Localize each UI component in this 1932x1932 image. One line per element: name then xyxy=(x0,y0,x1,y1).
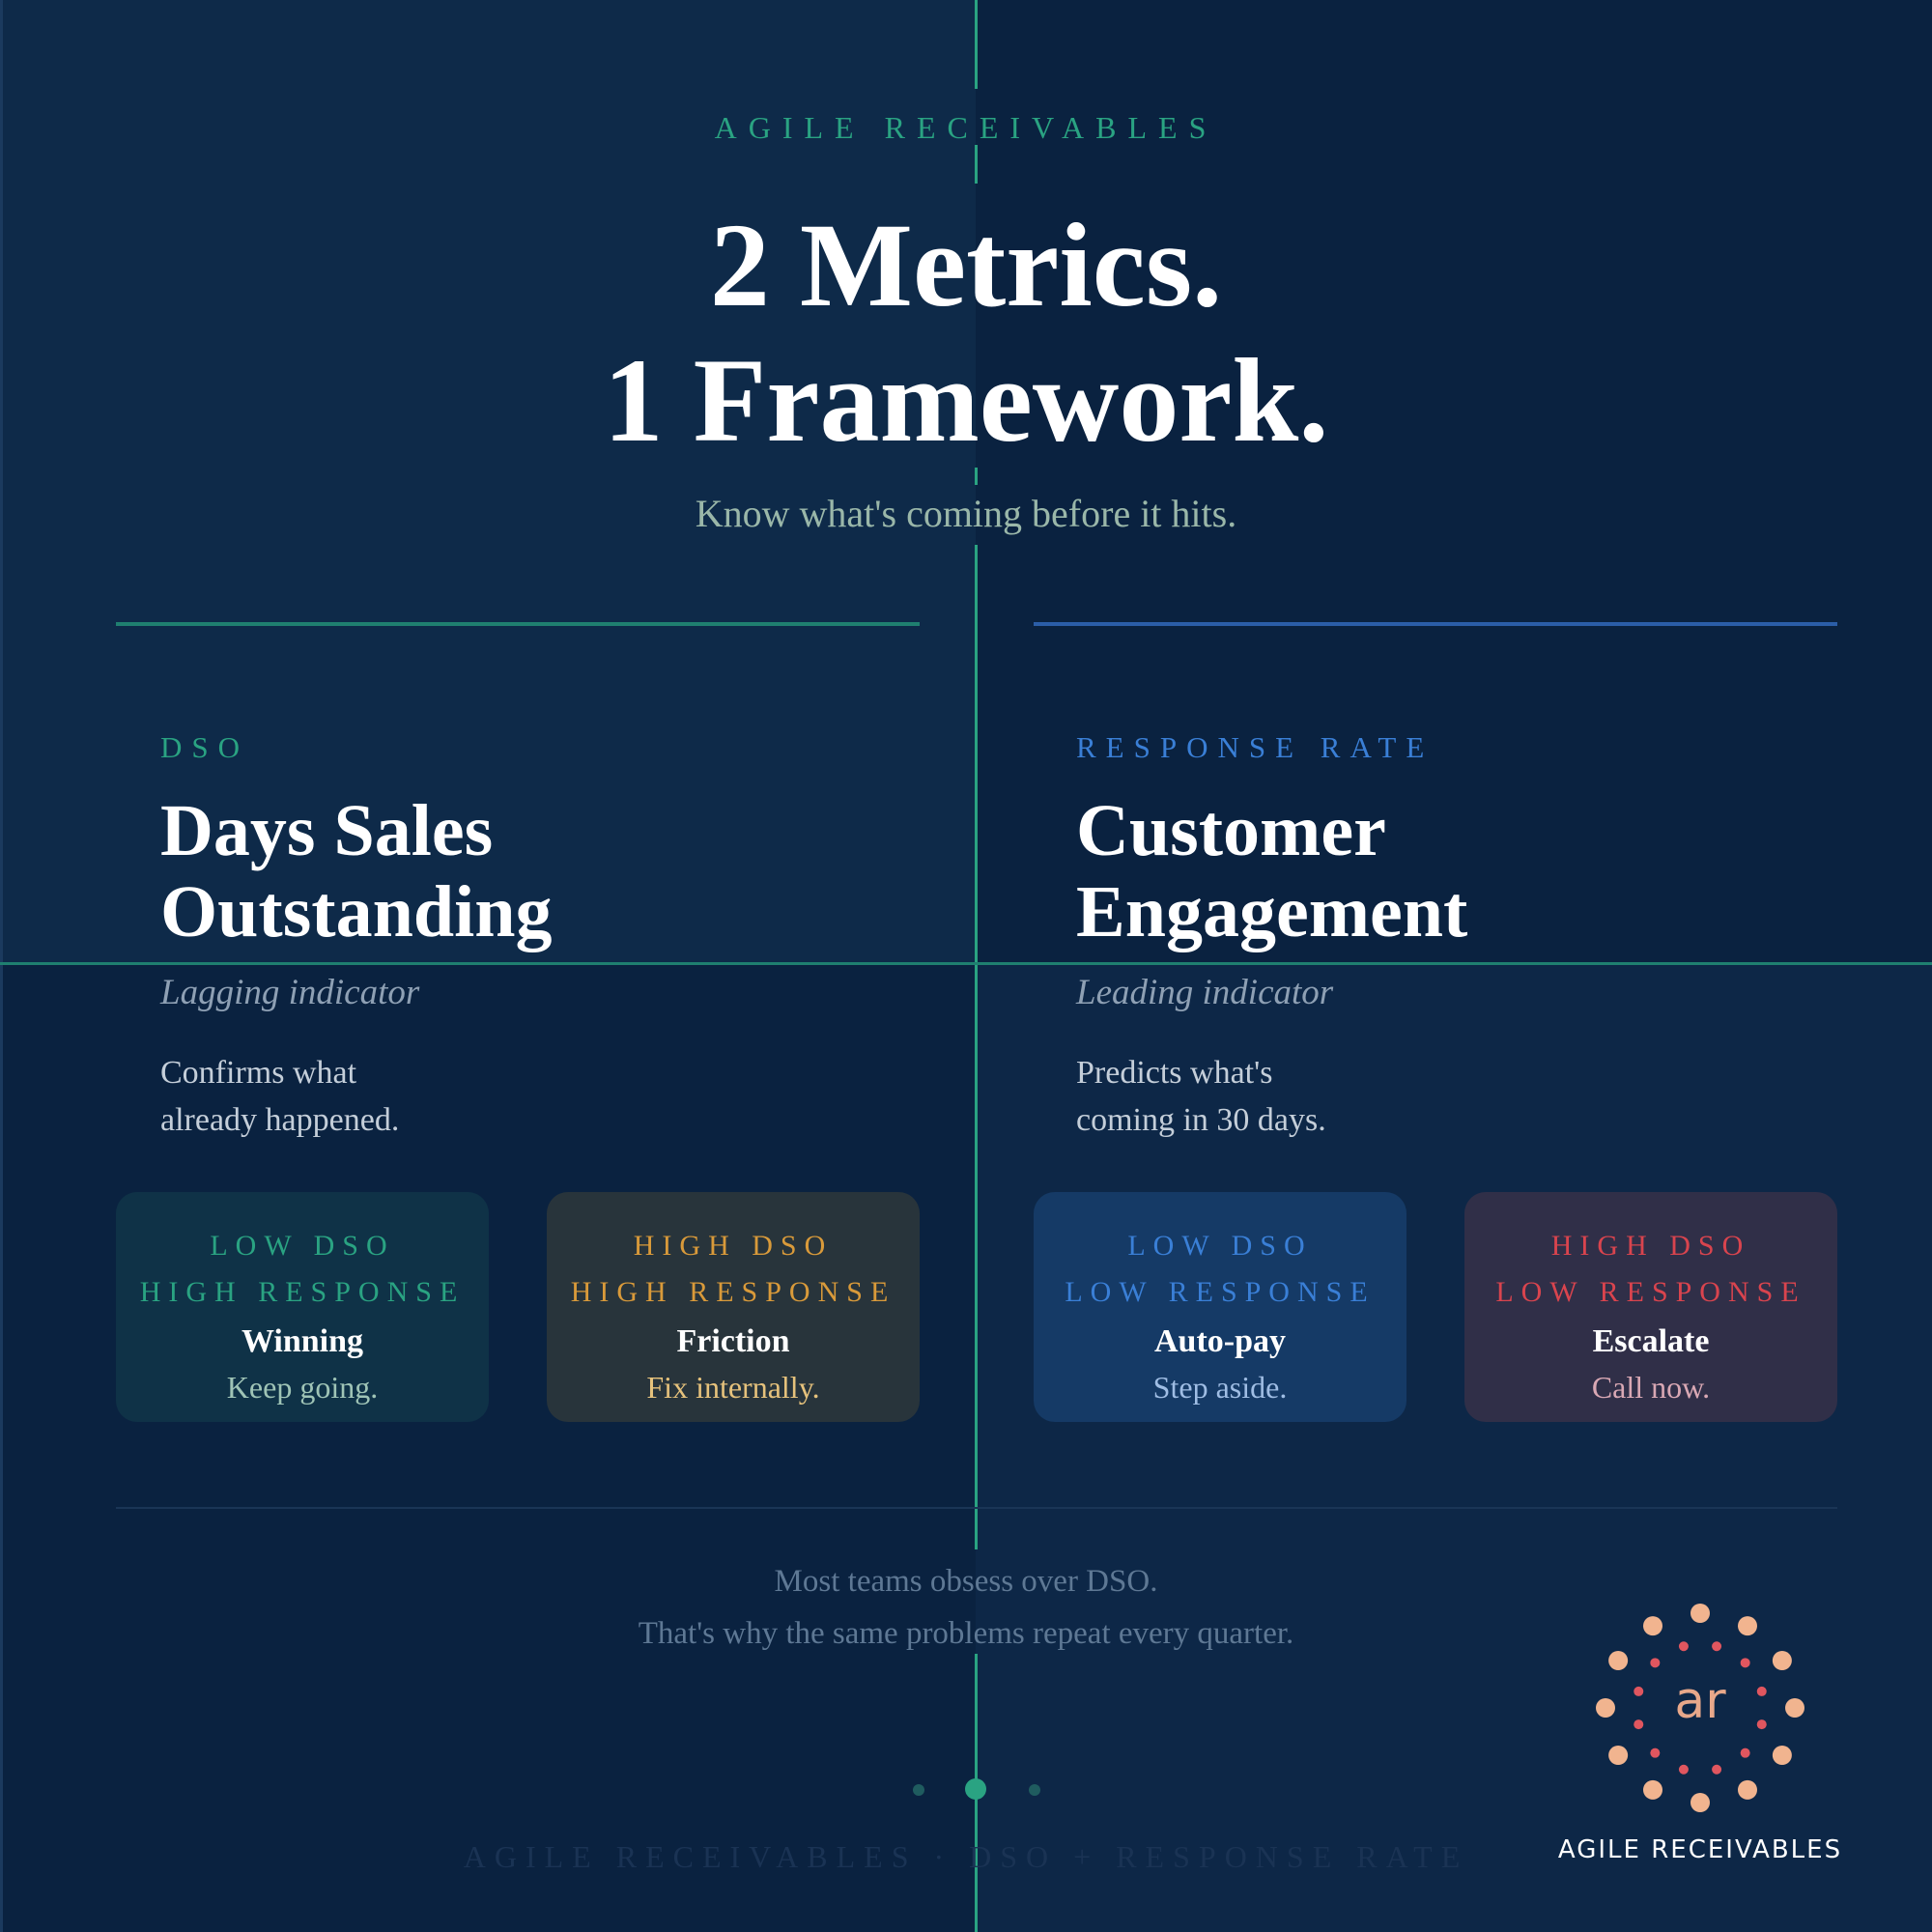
dotted-circle-logo-icon: ar xyxy=(1596,1604,1804,1812)
engagement-description: Predicts what's coming in 30 days. xyxy=(1076,1049,1326,1144)
pagination-dots xyxy=(0,1777,1932,1806)
logo-outer-dot xyxy=(1690,1604,1710,1623)
logo-inner-dot xyxy=(1740,1747,1750,1758)
vertical-axis-segment xyxy=(975,0,978,89)
logo-inner-dot xyxy=(1678,1641,1689,1652)
vertical-axis-segment xyxy=(975,468,978,485)
engagement-description-line-2: coming in 30 days. xyxy=(1076,1102,1326,1138)
quadrant-card-auto-pay: LOW DSO LOW RESPONSE Auto-pay Step aside… xyxy=(1034,1192,1406,1422)
logo-outer-dot xyxy=(1596,1698,1615,1718)
card-condition-response: HIGH RESPONSE xyxy=(570,1276,896,1308)
logo-inner-dots xyxy=(1634,1641,1767,1775)
headline: 2 Metrics. 1 Framework. xyxy=(0,198,1932,469)
card-condition-dso: HIGH DSO xyxy=(1550,1230,1751,1262)
card-condition: LOW DSO LOW RESPONSE xyxy=(1034,1223,1406,1316)
logo-outer-dot xyxy=(1738,1616,1757,1636)
engagement-indicator: Leading indicator xyxy=(1076,973,1334,1012)
card-condition: HIGH DSO LOW RESPONSE xyxy=(1464,1223,1837,1316)
vertical-axis-segment xyxy=(975,545,978,1549)
headline-line-1: 2 Metrics. xyxy=(709,199,1223,331)
card-status: Escalate xyxy=(1592,1323,1710,1359)
card-condition-dso: HIGH DSO xyxy=(633,1230,834,1262)
response-rate-kicker: RESPONSE RATE xyxy=(1076,730,1435,764)
quadrant-card-escalate: HIGH DSO LOW RESPONSE Escalate Call now. xyxy=(1464,1192,1837,1422)
card-condition-dso: LOW DSO xyxy=(210,1230,395,1262)
dso-description-line-2: already happened. xyxy=(160,1102,400,1138)
logo-outer-dot xyxy=(1643,1616,1662,1636)
logo-inner-dot xyxy=(1650,1747,1661,1758)
logo-wordmark: AGILE RECEIVABLES xyxy=(1557,1835,1843,1864)
logo-inner-dot xyxy=(1650,1658,1661,1668)
card-condition-response: LOW RESPONSE xyxy=(1065,1276,1376,1308)
vertical-axis-segment xyxy=(975,145,978,184)
footer-note-line-1: Most teams obsess over DSO. xyxy=(774,1564,1158,1599)
footer-brand-line: AGILE RECEIVABLES · DSO + RESPONSE RATE xyxy=(463,1839,1469,1874)
pagination-dot-1[interactable] xyxy=(913,1784,924,1796)
card-condition-dso: LOW DSO xyxy=(1127,1230,1313,1262)
logo-outer-dot xyxy=(1772,1746,1792,1765)
quadrant-card-friction: HIGH DSO HIGH RESPONSE Friction Fix inte… xyxy=(547,1192,920,1422)
footer-note: Most teams obsess over DSO. That's why t… xyxy=(0,1555,1932,1660)
engagement-title: Customer Engagement xyxy=(1076,790,1467,952)
card-action: Step aside. xyxy=(1152,1370,1288,1405)
pagination-dot-2-active[interactable] xyxy=(965,1778,986,1800)
logo-outer-dot xyxy=(1772,1651,1792,1670)
logo-inner-dot xyxy=(1634,1686,1644,1696)
logo-inner-dot xyxy=(1634,1719,1644,1730)
card-condition-response: HIGH RESPONSE xyxy=(139,1276,466,1308)
quadrant-card-winning: LOW DSO HIGH RESPONSE Winning Keep going… xyxy=(116,1192,489,1422)
dso-title: Days Sales Outstanding xyxy=(160,790,553,952)
engagement-title-line-2: Engagement xyxy=(1076,871,1468,952)
left-edge-line xyxy=(0,0,3,1932)
footer-divider xyxy=(116,1507,1837,1509)
engagement-title-line-1: Customer xyxy=(1076,790,1386,871)
dso-kicker: DSO xyxy=(160,730,250,764)
rule-right xyxy=(1034,622,1837,626)
background-quadrant-bottom-right xyxy=(976,964,1932,1932)
card-action: Fix internally. xyxy=(646,1370,820,1405)
card-status: Friction xyxy=(676,1323,790,1359)
pagination-dot-3[interactable] xyxy=(1029,1784,1040,1796)
logo-outer-dot xyxy=(1608,1651,1629,1670)
headline-line-2: 1 Framework. xyxy=(603,334,1329,467)
card-condition-response: LOW RESPONSE xyxy=(1495,1276,1806,1308)
logo-outer-dots xyxy=(1596,1604,1804,1812)
card-action: Call now. xyxy=(1591,1370,1711,1405)
background-quadrant-top-right xyxy=(976,0,1932,964)
logo-outer-dot xyxy=(1608,1746,1629,1765)
logo-outer-dot xyxy=(1643,1779,1662,1800)
card-status: Winning xyxy=(241,1323,363,1359)
dso-description: Confirms what already happened. xyxy=(160,1049,399,1144)
tagline: Know what's coming before it hits. xyxy=(695,492,1237,535)
logo-inner-dot xyxy=(1712,1764,1722,1775)
logo-inner-dot xyxy=(1756,1719,1767,1730)
logo-inner-dot xyxy=(1712,1641,1722,1652)
engagement-description-line-1: Predicts what's xyxy=(1076,1055,1273,1091)
background-quadrant-top-left xyxy=(0,0,976,964)
logo-outer-dot xyxy=(1690,1793,1710,1812)
card-status: Auto-pay xyxy=(1153,1323,1287,1359)
rule-left xyxy=(116,622,920,626)
logo-monogram: ar xyxy=(1674,1672,1726,1730)
background-quadrant-bottom-left xyxy=(0,964,976,1932)
footer-note-line-2: That's why the same problems repeat ever… xyxy=(638,1616,1294,1651)
logo-outer-dot xyxy=(1785,1698,1804,1718)
logo-inner-dot xyxy=(1740,1658,1750,1668)
dso-title-line-2: Outstanding xyxy=(160,871,553,952)
card-action: Keep going. xyxy=(226,1370,379,1405)
dso-title-line-1: Days Sales xyxy=(160,790,494,871)
card-condition: HIGH DSO HIGH RESPONSE xyxy=(547,1223,920,1316)
logo-inner-dot xyxy=(1678,1764,1689,1775)
brand-label: AGILE RECEIVABLES xyxy=(714,110,1218,145)
logo-inner-dot xyxy=(1756,1686,1767,1696)
dso-description-line-1: Confirms what xyxy=(160,1055,357,1091)
logo-outer-dot xyxy=(1738,1779,1757,1800)
horizontal-axis xyxy=(0,962,1932,965)
card-condition: LOW DSO HIGH RESPONSE xyxy=(116,1223,489,1316)
dso-indicator: Lagging indicator xyxy=(160,973,420,1012)
